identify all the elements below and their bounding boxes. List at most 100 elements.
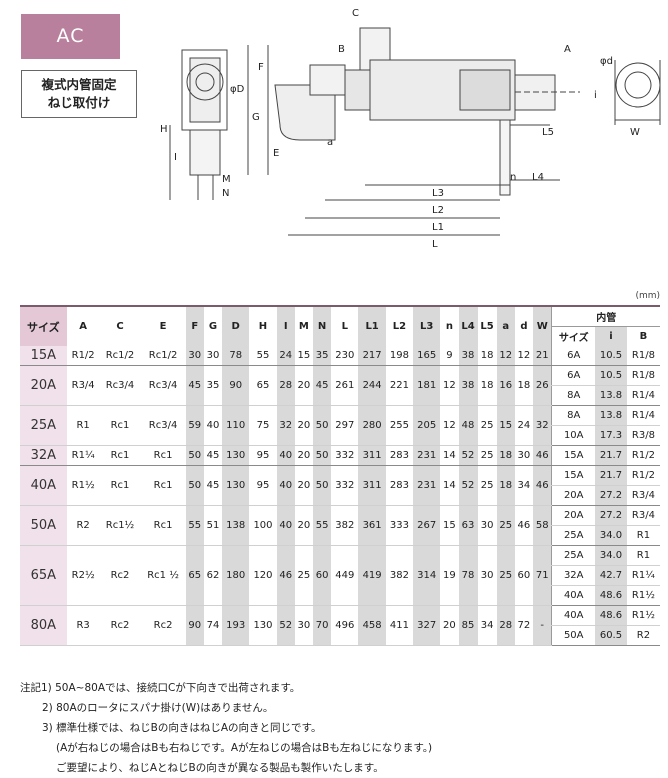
header-D: D [222,305,250,346]
cell-A: R1½ [66,465,100,506]
cell-A: R1 [66,405,100,446]
label-C: C [352,8,359,19]
label-B: B [338,44,345,55]
header-pipe-i: i [595,326,627,346]
label-i: i [594,90,597,101]
label-n: n [510,172,516,183]
cell-L4: 63 [458,505,478,546]
cell-H: 100 [249,505,277,546]
cell-I: 40 [276,505,295,546]
cell-pipe-i: 34.0 [595,525,627,546]
cell-pipe-size: 50A [551,625,596,646]
cell-M: 25 [294,545,313,606]
note-3-custom: ご要望により、ねじAとねじBの向きが異なる製品も製作いたします。 [56,762,384,774]
cell-pipe-B: R1½ [626,585,660,606]
cell-D: 110 [222,405,250,446]
header-A: A [66,305,100,346]
cell-pipe-B: R2 [626,625,660,646]
cell-pipe-B: R1 [626,525,660,546]
label-phi-d: φd [600,56,613,67]
header-d: d [514,305,533,346]
cell-A: R1¼ [66,445,100,466]
cell-L2: 283 [385,465,414,506]
cell-N: 70 [313,605,332,646]
cell-L3: 181 [413,365,441,406]
cell-d: 24 [514,405,533,446]
cell-E: Rc2 [140,605,186,646]
cell-A: R3/4 [66,365,100,406]
cell-pipe-size: 8A [551,385,596,406]
cell-size: 50A [20,505,67,546]
cell-A: R2 [66,505,100,546]
cell-M: 20 [294,405,313,446]
cell-pipe-i: 21.7 [595,465,627,486]
cell-L1: 419 [358,545,386,606]
cell-L: 332 [331,445,359,466]
cell-n: 14 [440,445,459,466]
cell-G: 45 [203,445,223,466]
cell-pipe-size: 15A [551,445,596,466]
series-badge: AC [21,14,120,59]
cell-H: 65 [249,365,277,406]
cell-E: Rc3/4 [140,405,186,446]
cell-L4: 78 [458,545,478,606]
cell-a: 28 [496,605,515,646]
header-pipe: 内管 [551,305,660,327]
cell-I: 28 [276,365,295,406]
cell-W: - [533,605,552,646]
cell-L3: 231 [413,465,441,506]
cell-a: 25 [496,505,515,546]
cell-F: 50 [185,445,204,466]
cell-L1: 217 [358,346,386,366]
cell-pipe-size: 25A [551,545,596,566]
cell-E: Rc1 [140,465,186,506]
label-L5: L5 [542,127,554,138]
cell-d: 72 [514,605,533,646]
cell-d: 30 [514,445,533,466]
cell-pipe-i: 27.2 [595,485,627,506]
cell-L: 230 [331,346,359,366]
cell-L3: 267 [413,505,441,546]
cell-W: 21 [533,346,552,366]
cell-d: 18 [514,365,533,406]
cell-L: 449 [331,545,359,606]
header-L2: L2 [385,305,414,346]
header-H: H [249,305,277,346]
cell-pipe-i: 34.0 [595,545,627,566]
cell-pipe-i: 48.6 [595,605,627,626]
header-E: E [140,305,186,346]
cell-n: 20 [440,605,459,646]
label-phi-D: φD [230,84,245,95]
cell-L2: 283 [385,445,414,466]
cell-N: 50 [313,405,332,446]
cell-L4: 52 [458,445,478,466]
cell-A: R2½ [66,545,100,606]
cell-pipe-size: 20A [551,485,596,506]
cell-L5: 18 [477,346,497,366]
cell-L2: 411 [385,605,414,646]
label-W: W [630,127,640,138]
cell-F: 65 [185,545,204,606]
cell-E: Rc1 ½ [140,545,186,606]
cell-W: 46 [533,445,552,466]
cell-D: 138 [222,505,250,546]
cell-L4: 48 [458,405,478,446]
label-L1: L1 [432,222,444,233]
cell-C: Rc2 [99,545,141,606]
note-3-detail: (Aが右ねじの場合はBも右ねじです。Aが左ねじの場合はBも左ねじになります。) [56,742,433,754]
cell-d: 34 [514,465,533,506]
cell-F: 59 [185,405,204,446]
header-L: L [331,305,359,346]
header-C: C [99,305,141,346]
cell-D: 130 [222,445,250,466]
cell-pipe-B: R1¼ [626,565,660,586]
cell-pipe-i: 13.8 [595,405,627,426]
header-L1: L1 [358,305,386,346]
cell-L5: 18 [477,365,497,406]
notes: 注記1) 50A~80Aでは、接続口Cが下向きで出荷されます。 2) 80Aのロ… [20,678,660,778]
cell-L4: 52 [458,465,478,506]
cell-L1: 311 [358,465,386,506]
